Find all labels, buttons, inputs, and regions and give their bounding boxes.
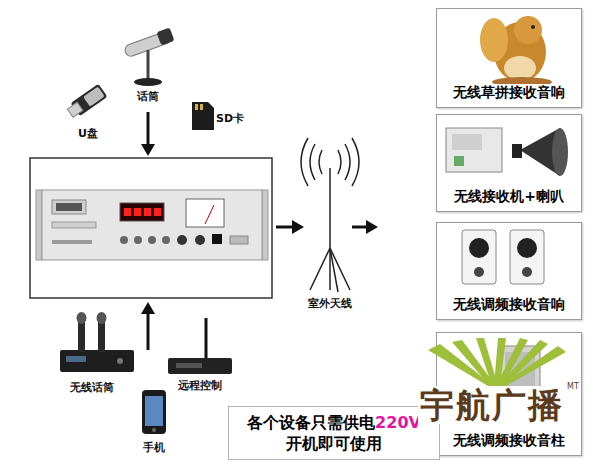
logo-text: 宇航广播: [418, 386, 566, 424]
microphone: [123, 28, 174, 86]
phone: [142, 390, 166, 434]
device-caption: 室外天线: [308, 296, 352, 311]
voltage-text: 220V: [375, 413, 421, 432]
antenna: [301, 138, 359, 292]
remote-control: [168, 318, 232, 374]
device-caption: 手机: [143, 440, 165, 455]
arrow-head: [141, 144, 155, 156]
product-box: 无线接收机+喇叭: [436, 114, 582, 212]
product-name: 无线接收机+喇叭: [452, 188, 566, 206]
arrow-head: [366, 220, 378, 234]
amplifier-device: [36, 190, 268, 260]
main-frame: [30, 158, 272, 298]
logo-text: MT: [567, 382, 579, 391]
arrow-line: [147, 312, 150, 350]
note-text: 开机即可使用: [286, 434, 382, 453]
note-line: 各个设备只需供电220V: [247, 412, 421, 433]
device-caption: 无线话筒: [70, 380, 114, 395]
device-caption: 远程控制: [178, 378, 222, 393]
squirrel-speaker: [480, 16, 552, 87]
note-line: 开机即可使用: [286, 433, 382, 454]
arrow-head: [292, 220, 304, 234]
device-caption: U盘: [78, 126, 98, 141]
device-caption: 话筒: [137, 89, 159, 104]
device-caption: SD卡: [216, 111, 244, 126]
arrow-line: [276, 226, 294, 229]
arrow-line: [352, 226, 368, 229]
arrow-head: [141, 302, 155, 314]
bookshelf-speakers: [462, 230, 544, 284]
note-text: 各个设备只需供电: [247, 413, 375, 432]
product-name: 无线调频接收音柱: [451, 432, 567, 450]
receiver-and-horn: [446, 128, 568, 176]
product-name: 无线草拼接收音响: [451, 84, 567, 102]
arrow-line: [147, 112, 150, 146]
wireless-mic-set: [60, 312, 134, 372]
product-box: 无线调频接收音响: [436, 222, 582, 320]
product-name: 无线调频接收音响: [451, 296, 567, 314]
sd-card: [192, 102, 214, 130]
usb-drive: [67, 84, 107, 118]
note-box: 各个设备只需供电220V开机即可使用: [228, 406, 440, 460]
product-box: 无线草拼接收音响: [436, 8, 582, 108]
